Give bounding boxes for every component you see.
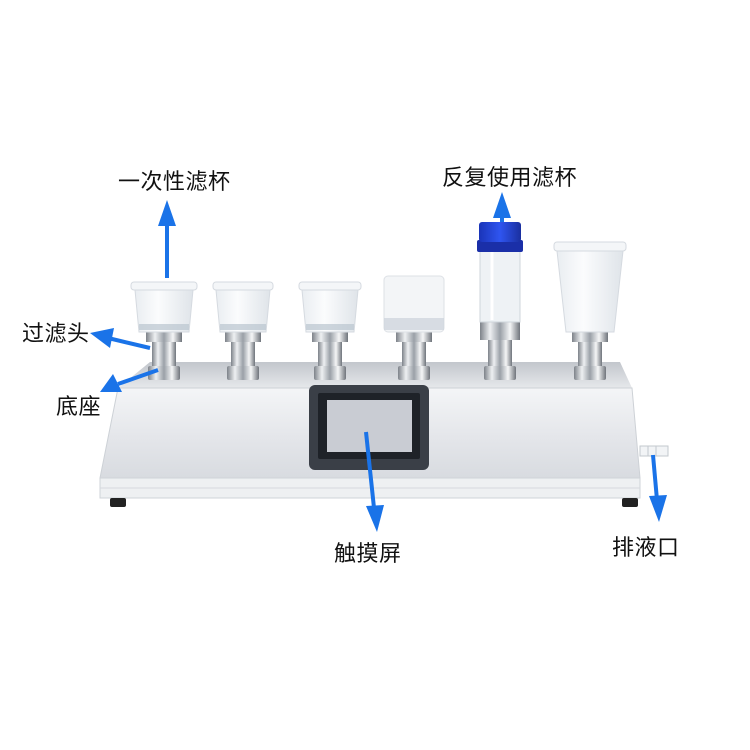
disposable-cup — [298, 281, 362, 333]
filter-heads — [146, 322, 608, 380]
label-drain-outlet: 排液口 — [612, 536, 680, 561]
label-filter-head: 过滤头 — [22, 322, 90, 347]
frosted-cup — [383, 275, 445, 333]
label-base: 底座 — [56, 395, 102, 420]
label-touch-screen: 触摸屏 — [334, 542, 402, 567]
reusable-cup — [477, 222, 523, 323]
filter-cups — [130, 222, 627, 333]
label-reusable-cup: 反复使用滤杯 — [442, 166, 578, 191]
touch-screen-device — [309, 385, 429, 470]
label-disposable-cup: 一次性滤杯 — [118, 170, 231, 195]
disposable-cup — [212, 281, 274, 333]
tall-cup — [553, 241, 627, 333]
disposable-cup — [130, 281, 198, 333]
callout-arrows — [90, 192, 667, 532]
drain-outlet-fitting — [639, 445, 669, 457]
